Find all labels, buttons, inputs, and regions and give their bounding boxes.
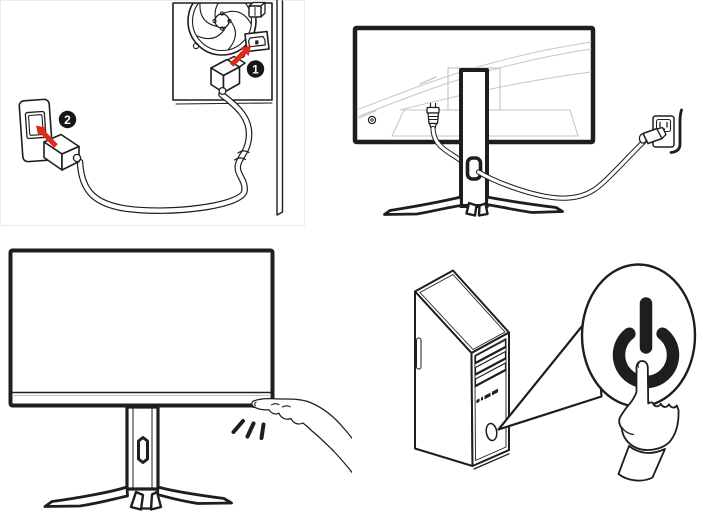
red-arrow-step2 xyxy=(36,125,58,148)
power-cable-to-outlet xyxy=(475,138,647,201)
stand-column xyxy=(459,68,489,208)
step-1-badge: 1 xyxy=(246,60,265,78)
power-cable xyxy=(76,91,253,214)
stand-feet xyxy=(383,195,564,217)
pressing-finger-hand xyxy=(617,360,680,482)
pressing-hand xyxy=(251,397,352,474)
step-1-label: 1 xyxy=(252,62,259,76)
power-inlet xyxy=(244,30,270,53)
stand-column-front xyxy=(125,405,160,491)
pc-power-button xyxy=(485,422,498,442)
power-plug-psu xyxy=(210,55,246,96)
monitor-front xyxy=(8,248,275,408)
red-arrow-step1 xyxy=(229,45,251,67)
psu-fan-grille-icon xyxy=(187,3,257,59)
psu-rear xyxy=(172,0,284,216)
pc-tower xyxy=(414,269,510,470)
panel-connect-psu-power-illustration: 1 2 xyxy=(0,0,305,226)
cable-hole-front xyxy=(137,436,149,464)
wall-corner-line xyxy=(669,108,683,154)
step-2-badge: 2 xyxy=(58,110,77,129)
panel-monitor-front-illustration xyxy=(8,248,352,511)
panel-pc-power-illustration xyxy=(414,263,697,482)
step-2-label: 2 xyxy=(64,113,71,127)
stand-feet-front xyxy=(43,485,233,511)
side-door-groove xyxy=(416,337,422,370)
cable-hole xyxy=(465,156,483,181)
power-plug-wall-rear xyxy=(638,126,667,145)
panel-border xyxy=(0,0,305,226)
press-emphasis-lines xyxy=(231,419,266,440)
front-ports xyxy=(476,388,498,404)
drive-bays xyxy=(474,339,507,388)
panel-monitor-rear-illustration xyxy=(352,25,683,217)
connector-deck xyxy=(391,109,579,137)
rocker-switch xyxy=(248,1,266,18)
